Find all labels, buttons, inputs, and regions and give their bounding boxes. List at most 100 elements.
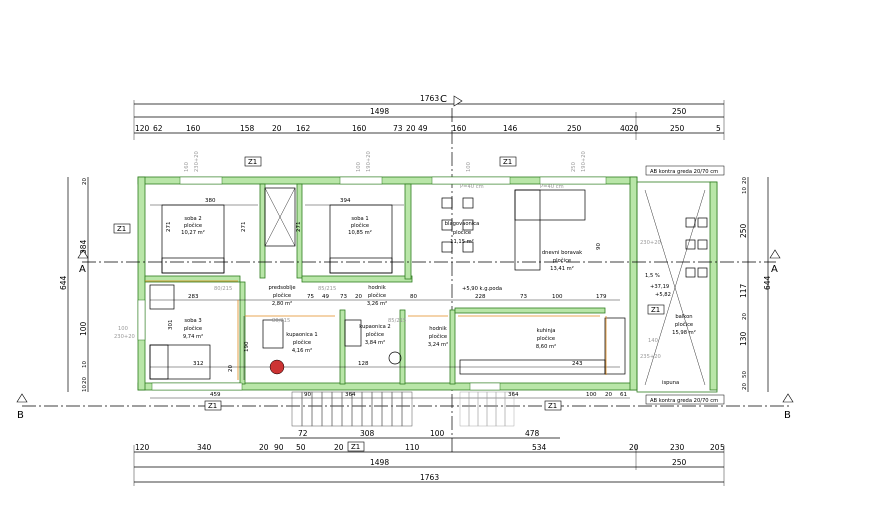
note-ispuna: ispuna	[662, 380, 679, 386]
svg-text:20: 20	[742, 313, 748, 320]
svg-text:364: 364	[508, 392, 519, 398]
svg-text:85/215: 85/215	[318, 286, 336, 292]
svg-text:100: 100	[466, 162, 472, 172]
svg-text:Z1: Z1	[548, 402, 557, 410]
axis-c-marker: C	[440, 94, 463, 455]
svg-text:13,41 m²: 13,41 m²	[550, 266, 574, 272]
svg-text:pločice: pločice	[675, 321, 693, 328]
stair-tread	[486, 391, 497, 427]
furniture	[149, 187, 708, 427]
dim-bottom-1498: 1498	[370, 458, 389, 467]
svg-text:Z1: Z1	[248, 158, 257, 166]
svg-text:190+20: 190+20	[366, 151, 372, 172]
svg-text:15,98 m²: 15,98 m²	[672, 330, 696, 336]
svg-text:pločice: pločice	[368, 292, 386, 299]
svg-text:90: 90	[304, 392, 311, 398]
dim-top-250: 250	[672, 107, 687, 116]
svg-text:3,24 m²: 3,24 m²	[428, 342, 448, 348]
stair-tread	[459, 391, 470, 427]
dim-top_row2-11: 146	[503, 124, 518, 133]
svg-text:20: 20	[605, 392, 612, 398]
svg-text:61: 61	[620, 392, 627, 398]
svg-text:75: 75	[307, 294, 314, 300]
note-p40-b: P=40 cm	[540, 184, 564, 190]
svg-text:380: 380	[205, 198, 216, 204]
svg-text:hodnik: hodnik	[429, 326, 447, 332]
axis-b: B B	[16, 393, 794, 421]
dim-top_row2-10: 160	[452, 124, 467, 133]
svg-text:243: 243	[572, 361, 583, 367]
svg-text:dnevni boravak: dnevni boravak	[542, 250, 582, 256]
svg-text:20: 20	[228, 365, 234, 372]
notes: AB kontra greda 20/70 cm AB kontra greda…	[460, 165, 725, 405]
svg-text:10: 10	[742, 187, 748, 194]
svg-text:250: 250	[571, 162, 577, 172]
note-p40-a: P=40 cm	[460, 184, 484, 190]
dim-top_row2-15: 250	[670, 124, 685, 133]
dim-bottom_row2-7: 534	[532, 443, 547, 452]
dim-top-total: 1763	[420, 94, 439, 103]
svg-text:3,84 m²: 3,84 m²	[365, 340, 385, 346]
svg-text:50: 50	[742, 371, 748, 378]
svg-text:balkon: balkon	[675, 314, 692, 320]
dim-bottom_row2-0: 120	[135, 443, 150, 452]
dim-top_row2-2: 160	[186, 124, 201, 133]
svg-text:308: 308	[360, 429, 375, 438]
dim-bottom_row2-1: 340	[197, 443, 212, 452]
svg-text:459: 459	[210, 392, 221, 398]
dim-top_row2-6: 160	[352, 124, 367, 133]
note-level-3: +5,82	[655, 292, 671, 298]
svg-text:80/215: 80/215	[272, 318, 290, 324]
z1-tag-5: Z1	[204, 400, 222, 411]
dim-right-outer: 644	[763, 275, 772, 290]
dim-bottom-250: 250	[672, 458, 687, 467]
stair-tread	[468, 391, 479, 427]
dim-bottom_row2-5: 20	[334, 443, 344, 452]
svg-text:117: 117	[739, 283, 748, 298]
note-level: +5,90 k.g.poda	[462, 286, 502, 292]
svg-text:predsoblje: predsoblje	[268, 285, 295, 291]
svg-text:20: 20	[742, 177, 748, 184]
svg-text:228: 228	[475, 294, 486, 300]
svg-text:271: 271	[241, 222, 247, 233]
svg-text:85/215: 85/215	[388, 318, 406, 324]
dim-bottom_row2-8: 20	[629, 443, 639, 452]
svg-text:100: 100	[552, 294, 563, 300]
stair-tread	[401, 391, 413, 427]
svg-text:pločice: pločice	[537, 335, 555, 342]
z1-tag-4: Z1	[647, 304, 665, 315]
z1-tag-1: Z1	[244, 156, 262, 167]
svg-text:pločice: pločice	[429, 333, 447, 340]
axis-a-left-label: A	[79, 264, 86, 275]
dim-bottom-total: 1763	[420, 473, 439, 482]
svg-text:130: 130	[739, 331, 748, 346]
z1-tag-7: Z1	[347, 441, 365, 452]
stair-tread	[381, 391, 393, 427]
dim-top_row2-0: 120	[135, 124, 150, 133]
note-ab-bottom: AB kontra greda 20/70 cm	[650, 398, 718, 404]
svg-text:100: 100	[586, 392, 597, 398]
note-slope: 1,5 %	[645, 273, 660, 279]
axis-c-label: C	[440, 94, 447, 105]
svg-text:271: 271	[166, 222, 172, 233]
svg-text:72: 72	[298, 429, 308, 438]
svg-text:160: 160	[184, 162, 190, 172]
axis-b-right-label: B	[784, 410, 791, 421]
svg-text:pločice: pločice	[453, 229, 471, 236]
window-labels: 160 230+20 100 100 190+20 250 190+20 100…	[114, 151, 661, 360]
svg-text:250: 250	[739, 223, 748, 238]
svg-text:283: 283	[188, 294, 199, 300]
svg-text:100: 100	[118, 326, 128, 332]
window-openings	[137, 176, 607, 391]
stair-tread	[321, 391, 333, 427]
